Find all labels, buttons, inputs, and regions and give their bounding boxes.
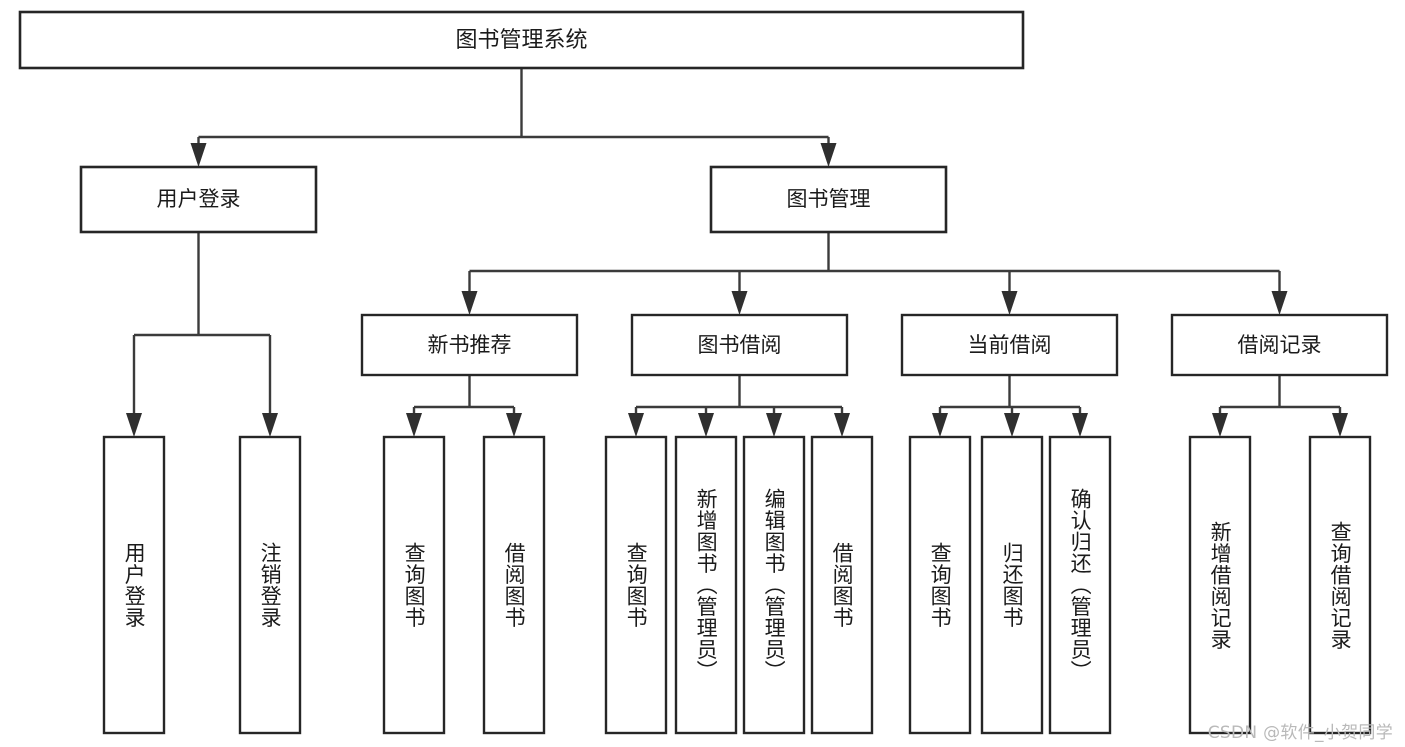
node-borrow-record-label: 借阅记录 — [1238, 333, 1322, 357]
arrow-head-leaf-query-book-3 — [932, 413, 948, 437]
node-new-book-recommend-rect[interactable] — [360, 313, 579, 377]
leaf-box-logout[interactable] — [238, 435, 302, 735]
arrow-head-leaf-confirm-return — [1072, 413, 1088, 437]
node-current-borrow-rect[interactable] — [900, 313, 1119, 377]
leaf-box-return-book[interactable] — [980, 435, 1044, 735]
connector-group-book-borrow-leaves — [628, 375, 850, 437]
node-book-management[interactable]: 图书管理 — [709, 165, 948, 234]
leaf-box-query-book-1[interactable] — [382, 435, 446, 735]
node-root-label: 图书管理系统 — [455, 28, 587, 53]
node-current-borrow-label: 当前借阅 — [968, 333, 1052, 357]
node-root[interactable]: 图书管理系统 — [18, 10, 1025, 70]
watermark: CSDN @软件_小贺同学 — [1207, 723, 1393, 743]
leaf-box-query-record[interactable] — [1308, 435, 1372, 735]
node-book-borrow-rect[interactable] — [630, 313, 849, 377]
arrow-head-leaf-add-book — [698, 413, 714, 437]
arrow-head-new-book-rec — [461, 291, 478, 315]
node-book-management-rect[interactable] — [709, 165, 948, 234]
leaf-box-edit-book[interactable] — [742, 435, 806, 735]
node-borrow-record[interactable]: 借阅记录 — [1170, 313, 1389, 377]
node-book-borrow-label: 图书借阅 — [698, 333, 782, 357]
arrow-head-book-mgmt — [820, 143, 837, 167]
connector-group-new-book-rec-leaves — [406, 375, 522, 437]
leaf-box-borrow-book-2[interactable] — [810, 435, 874, 735]
node-borrow-record-rect[interactable] — [1170, 313, 1389, 377]
arrow-head-borrow-record — [1271, 291, 1288, 315]
arrow-head-current-borrow — [1001, 291, 1018, 315]
node-new-book-recommend-label: 新书推荐 — [428, 333, 512, 357]
node-book-management-label: 图书管理 — [787, 187, 871, 211]
leaf-rect-group — [102, 435, 1372, 735]
arrow-head-book-borrow — [731, 291, 748, 315]
connector-group-root-to-level2 — [190, 68, 837, 167]
node-book-borrow[interactable]: 图书借阅 — [630, 313, 849, 377]
leaf-box-confirm-return[interactable] — [1048, 435, 1112, 735]
arrow-head-leaf-edit-book — [766, 413, 782, 437]
leaf-box-add-record[interactable] — [1188, 435, 1252, 735]
leaf-box-user-login[interactable] — [102, 435, 166, 735]
connector-group-current-borrow-leaves — [932, 375, 1088, 437]
arrow-head-leaf-return-book — [1004, 413, 1020, 437]
arrow-head-leaf-query-book-1 — [406, 413, 422, 437]
arrow-head-leaf-query-book-2 — [628, 413, 644, 437]
arrow-head-leaf-borrow-book-2 — [834, 413, 850, 437]
node-root-rect[interactable] — [18, 10, 1025, 70]
arrow-head-leaf-add-record — [1212, 413, 1228, 437]
leaf-box-query-book-2[interactable] — [604, 435, 668, 735]
connector-group-user-login-leaves — [126, 232, 278, 437]
node-user-login-label: 用户登录 — [157, 187, 241, 211]
node-current-borrow[interactable]: 当前借阅 — [900, 313, 1119, 377]
leaf-box-add-book[interactable] — [674, 435, 738, 735]
arrow-head-leaf-query-record — [1332, 413, 1348, 437]
node-new-book-recommend[interactable]: 新书推荐 — [360, 313, 579, 377]
connector-group-book-mgmt-to-level3 — [461, 232, 1288, 315]
leaf-box-query-book-3[interactable] — [908, 435, 972, 735]
arrow-head-leaf-logout — [262, 413, 278, 437]
node-user-login[interactable]: 用户登录 — [79, 165, 318, 234]
leaf-box-borrow-book-1[interactable] — [482, 435, 546, 735]
arrow-head-leaf-user-login — [126, 413, 142, 437]
node-user-login-rect[interactable] — [79, 165, 318, 234]
arrow-head-user-login — [190, 143, 207, 167]
connector-group-borrow-record-leaves — [1212, 375, 1348, 437]
arrow-head-leaf-borrow-book-1 — [506, 413, 522, 437]
